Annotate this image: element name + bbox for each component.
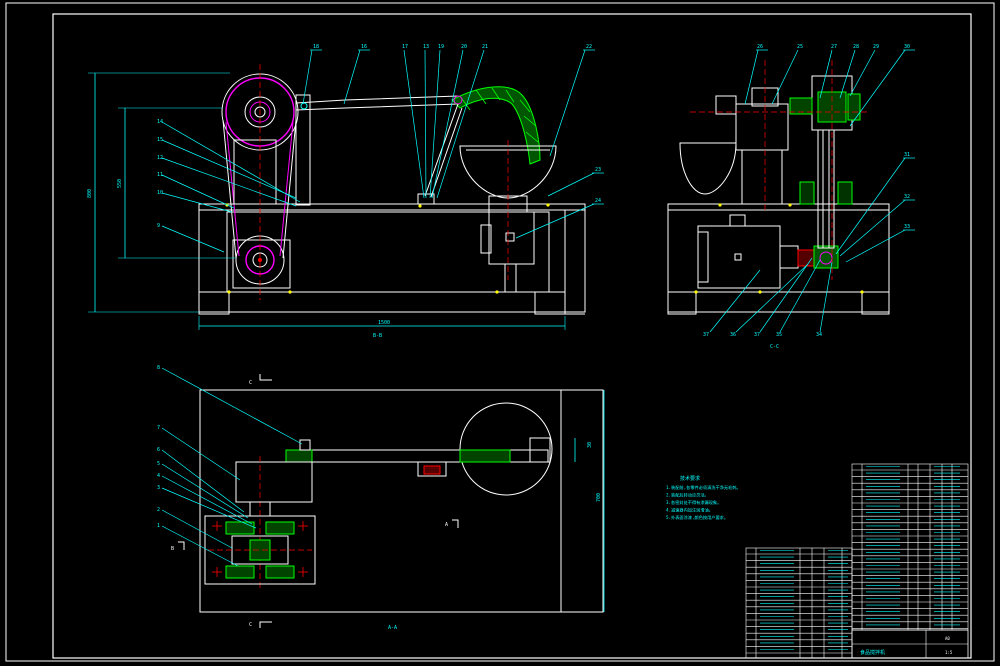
leader-label: 24	[595, 198, 601, 204]
leader-label: 20	[461, 44, 467, 50]
dim-plan-small: 30	[587, 442, 593, 448]
plan-leader-labels: 8 7 6 5 4 3 2 1	[157, 365, 160, 529]
dim-overall-height: 800	[87, 189, 93, 198]
leader-label: 37	[754, 332, 760, 338]
leader-label: 8	[157, 365, 160, 371]
leader-label: 1	[157, 523, 160, 529]
leader-label: 14	[157, 119, 163, 125]
technical-notes: 技术要求 1.装配前,各零件必须清洗干净无毛刺。2.装配后转动应灵活。3.各密封…	[666, 475, 741, 521]
note-line: 1.装配前,各零件必须清洗干净无毛刺。	[666, 484, 741, 491]
leader-label: 36	[730, 332, 736, 338]
note-line: 4.减速器内加注润滑油。	[666, 507, 713, 514]
leader-label: 23	[595, 167, 601, 173]
gear-reducer	[488, 211, 535, 265]
cut-c-top: C	[249, 380, 252, 386]
leader-label: 37	[703, 332, 709, 338]
notes-title: 技术要求	[680, 475, 700, 482]
title-block-code: A0	[945, 636, 950, 641]
cut-c-bottom: C	[249, 622, 252, 628]
leader-label: 12	[157, 155, 163, 161]
stirrer-arm	[451, 86, 541, 165]
leader-label: 13	[423, 44, 429, 50]
side-leader-labels: 26 25 27 28 29 30 31 32 33	[757, 44, 910, 230]
dim-plan-depth: 700	[596, 493, 602, 502]
leader-label: 21	[482, 44, 488, 50]
leader-label: 19	[438, 44, 444, 50]
leader-label: 4	[157, 473, 160, 479]
leader-label: 3	[157, 485, 160, 491]
note-line: 2.装配后转动应灵活。	[666, 492, 709, 499]
leader-label: 11	[157, 172, 163, 178]
outer-border	[5, 2, 995, 662]
leader-label: 31	[904, 152, 910, 158]
plan-bowl	[459, 402, 553, 496]
side-bottom-leader-labels: 37 36 37 35 34	[703, 332, 822, 338]
dim-overall-width: 1500	[378, 320, 390, 326]
leader-label: 5	[157, 461, 160, 467]
cut-b-marker: B	[171, 546, 174, 552]
cut-a-marker: A	[445, 522, 448, 528]
front-view: 800 550 1500 B-B 18 16	[87, 44, 604, 339]
leader-label: 17	[402, 44, 408, 50]
leader-label: 16	[361, 44, 367, 50]
leader-label: 22	[586, 44, 592, 50]
leader-label: 9	[157, 223, 160, 229]
leader-label: 26	[757, 44, 763, 50]
leader-label: 7	[157, 425, 160, 431]
leader-label: 2	[157, 507, 160, 513]
leader-label: 30	[904, 44, 910, 50]
leader-label: 28	[853, 44, 859, 50]
plan-view: 8 7 6 5 4 3 2 1 700 30 C C B A A-A	[157, 365, 605, 631]
side-view-label: C-C	[770, 344, 779, 350]
leader-label: 29	[873, 44, 879, 50]
note-line: 3.各密封处不得有渗漏现象。	[666, 499, 721, 506]
leader-label: 18	[313, 44, 319, 50]
leader-label: 25	[797, 44, 803, 50]
leader-label: 15	[157, 137, 163, 143]
plan-view-label: A-A	[388, 625, 397, 631]
leader-label: 33	[904, 224, 910, 230]
inner-frame	[52, 13, 972, 659]
note-line: 5.外表面涂漆,颜色按用户要求。	[666, 514, 728, 521]
parts-list	[745, 463, 969, 659]
title-block-name: 食品搅拌机	[860, 649, 885, 656]
belt	[222, 119, 237, 259]
leader-label: 34	[816, 332, 822, 338]
dim-inner-height: 550	[117, 179, 123, 188]
side-view: 26 25 27 28 29 30 31 32 33 37 36 37 35 34 C-C	[667, 44, 915, 350]
leader-label: 10	[157, 190, 163, 196]
title-block: 食品搅拌机 A0 1:5	[851, 629, 969, 659]
front-view-label: B-B	[373, 333, 382, 339]
leader-label: 32	[904, 194, 910, 200]
leader-label: 27	[831, 44, 837, 50]
leader-label: 6	[157, 447, 160, 453]
title-block-scale: 1:5	[945, 650, 953, 655]
front-leader-labels: 18 16 17 13 19 20 21 22 14 15 12 11 10 9 23 24	[157, 44, 601, 229]
leader-label: 35	[776, 332, 782, 338]
